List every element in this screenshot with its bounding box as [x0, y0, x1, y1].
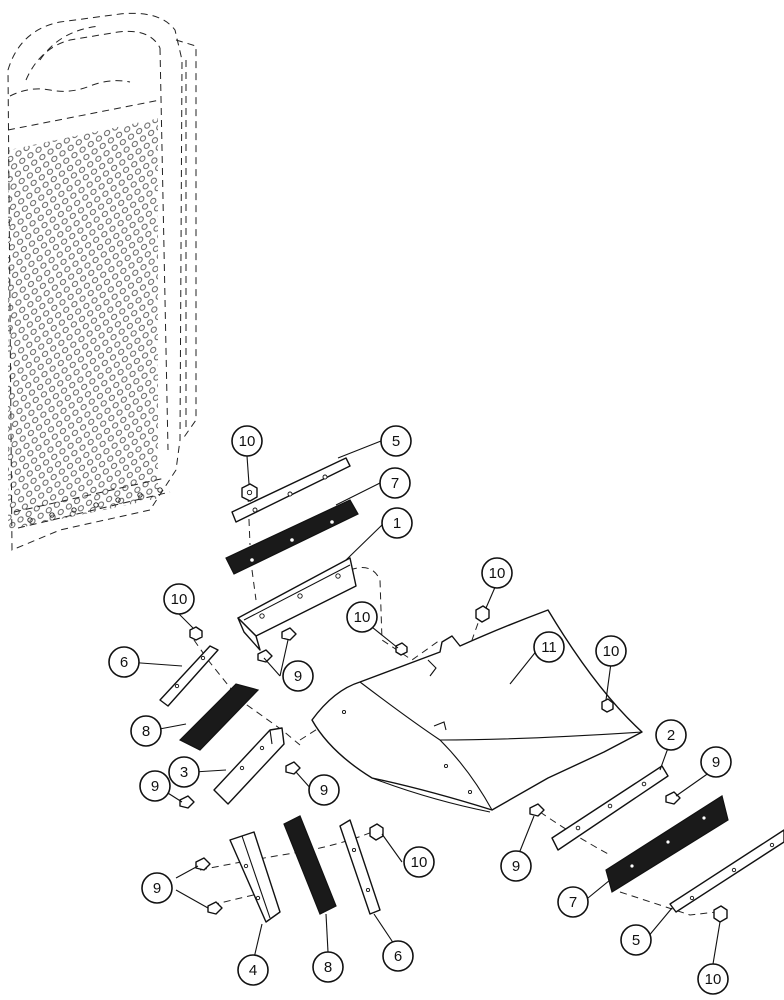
- callout: 9: [308, 774, 340, 806]
- center-nut-10: [395, 642, 408, 656]
- callout-label: 10: [171, 591, 188, 608]
- callout: 10: [481, 557, 513, 589]
- callout: 3: [168, 756, 200, 788]
- angle-bracket-3: [213, 727, 285, 805]
- callout: 5: [380, 425, 412, 457]
- callout-label: 8: [142, 723, 150, 740]
- callout: 8: [130, 715, 162, 747]
- left-nut-10: [189, 626, 203, 641]
- callout: 10: [346, 601, 378, 633]
- callout-label: 10: [411, 854, 428, 871]
- callout-label: 6: [394, 948, 402, 965]
- callout-label: 9: [294, 668, 302, 685]
- callout-label: 5: [632, 932, 640, 949]
- callout: 6: [108, 646, 140, 678]
- callout-label: 9: [712, 754, 720, 771]
- callout-label: 10: [239, 433, 256, 450]
- callout-label: 10: [354, 609, 371, 626]
- callout: 8: [312, 951, 344, 983]
- left-strip-6: [159, 645, 219, 707]
- bracket-bolts-9: [257, 627, 297, 663]
- bolt-9-bracket3: [285, 761, 301, 775]
- top-strip-5: [231, 457, 351, 523]
- bolt-9-left: [179, 795, 195, 809]
- callout: 9: [500, 850, 532, 882]
- lower-pad-8: [283, 815, 337, 915]
- callout: 5: [620, 924, 652, 956]
- right-fasteners: [529, 698, 681, 817]
- callout-label: 9: [320, 782, 328, 799]
- callout-label: 7: [391, 475, 399, 492]
- callout: 9: [139, 770, 171, 802]
- top-nut-10: [241, 483, 258, 502]
- left-pad-8: [178, 683, 260, 751]
- callout: 4: [237, 954, 269, 986]
- angle-bracket-1: [237, 557, 357, 651]
- callout-label: 9: [151, 778, 159, 795]
- callout-label: 9: [512, 858, 520, 875]
- callout-label: 3: [180, 764, 188, 781]
- callout-group: 10 5 7 1 10 10 10 6 9 11 10 8 2 3 9 9 9 …: [108, 425, 732, 995]
- callout-label: 10: [489, 565, 506, 582]
- callout-label: 2: [667, 727, 675, 744]
- callout-label: 4: [249, 962, 257, 979]
- callout-label: 11: [541, 639, 557, 656]
- right-pad-7: [605, 795, 729, 893]
- callout-label: 10: [705, 971, 722, 988]
- callout-label: 5: [392, 433, 400, 450]
- callout-label: 7: [569, 894, 577, 911]
- callout: 9: [282, 660, 314, 692]
- right-long-strip-5: [669, 829, 784, 913]
- right-strip-2: [551, 765, 669, 851]
- bottom-right-nut-10: [713, 905, 728, 923]
- lower-strip-6: [339, 819, 381, 915]
- callout-label: 8: [324, 959, 332, 976]
- callout: 10: [697, 963, 729, 995]
- callout: 10: [595, 635, 627, 667]
- callout: 10: [231, 425, 263, 457]
- callout-label: 6: [120, 654, 128, 671]
- callout: 11: [533, 631, 565, 663]
- callout: 1: [381, 507, 413, 539]
- lower-nut-10: [369, 823, 384, 841]
- callout: 7: [557, 886, 589, 918]
- callout: 7: [379, 467, 411, 499]
- callout: 2: [655, 719, 687, 751]
- callout-label: 10: [603, 643, 620, 660]
- callout: 10: [163, 583, 195, 615]
- callout-label: 1: [393, 515, 401, 532]
- callout: 6: [382, 940, 414, 972]
- lower-bracket-4: [229, 831, 281, 923]
- curved-baffle-11: [311, 609, 643, 813]
- callout: 9: [700, 746, 732, 778]
- top-pad-7: [225, 499, 359, 575]
- callout: 10: [403, 846, 435, 878]
- callout-label: 9: [153, 880, 161, 897]
- radiator-phantom: [7, 12, 197, 551]
- callout: 9: [141, 872, 173, 904]
- right-top-nut-10: [475, 605, 490, 623]
